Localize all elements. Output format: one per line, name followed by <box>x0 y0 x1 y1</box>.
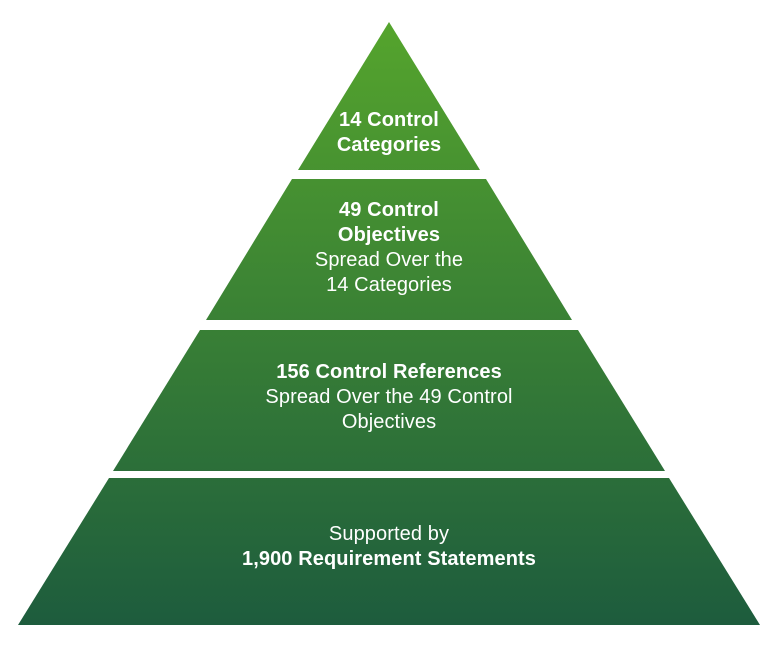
tier-label-control-objectives: 49 Control Objectives Spread Over the 14… <box>0 198 778 298</box>
tier-label-line: Objectives <box>341 411 437 433</box>
tier-label-requirement-statements: Supported by 1,900 Requirement Statement… <box>0 522 778 572</box>
tier-label-line: Supported by <box>328 523 450 545</box>
tier-label-line: Spread Over the <box>314 249 464 271</box>
tier-label-line: 14 Control <box>339 109 439 131</box>
tier-label-line: 14 Categories <box>326 274 452 296</box>
tier-label-line: 156 Control References <box>276 361 502 383</box>
tier-label-line: Categories <box>336 134 442 156</box>
tier-label-control-categories: 14 Control Categories <box>0 108 778 158</box>
tier-label-line: 1,900 Requirement Statements <box>241 548 537 570</box>
tier-label-line: Spread Over the 49 Control <box>265 386 513 408</box>
tier-label-control-references: 156 Control References Spread Over the 4… <box>0 360 778 435</box>
tier-label-line: 49 Control <box>339 199 439 221</box>
tier-label-line: Objectives <box>337 224 441 246</box>
